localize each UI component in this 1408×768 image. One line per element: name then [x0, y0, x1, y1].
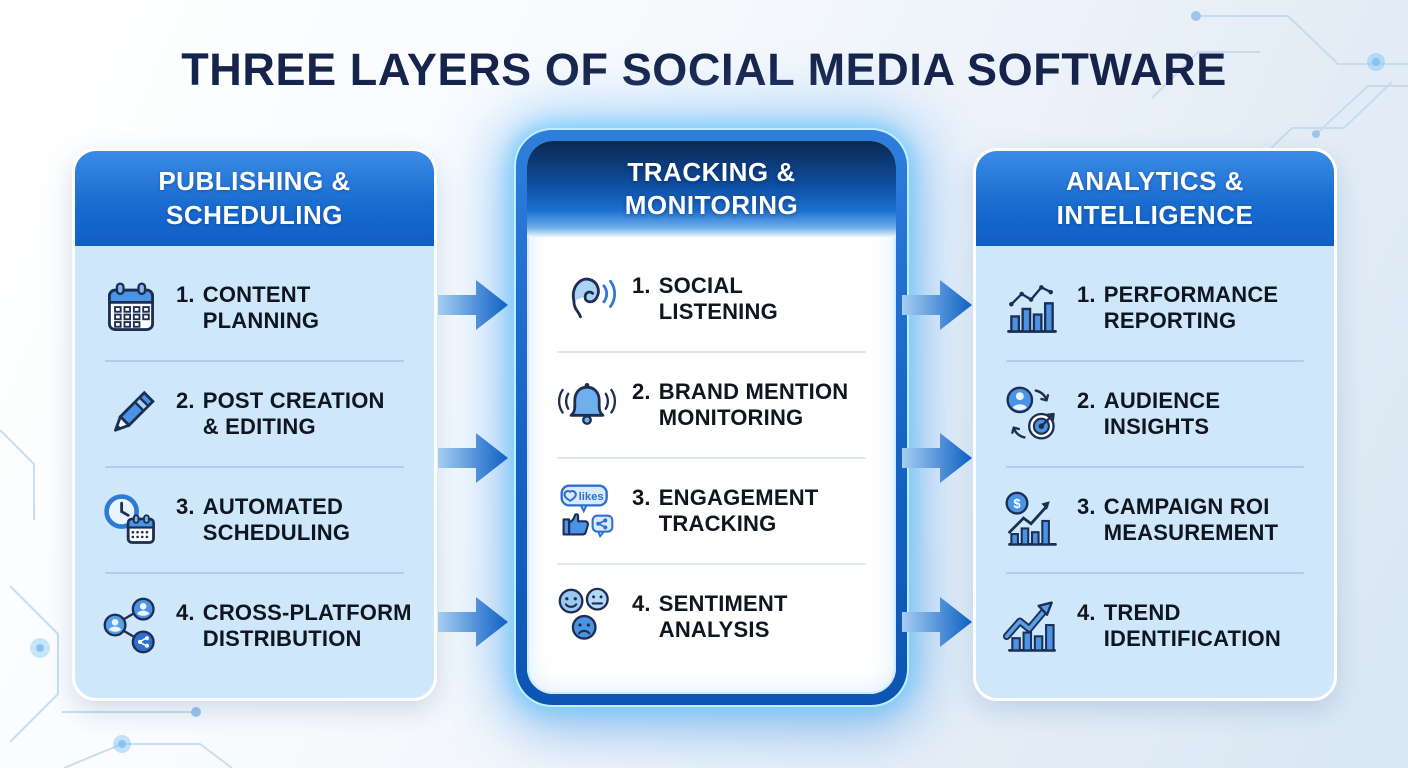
header-line: INTELLIGENCE — [1056, 199, 1254, 230]
divider — [1006, 572, 1304, 574]
item-text: 2. BRAND MENTION MONITORING — [632, 379, 848, 432]
item-list: 1. SOCIAL LISTENING — [527, 237, 896, 669]
list-item-post-creation: 2. POST CREATION & EDITING — [75, 362, 434, 466]
roi-chart-icon: $ — [1002, 490, 1062, 550]
item-label: TREND IDENTIFICATION — [1103, 599, 1281, 651]
item-text: 4. SENTIMENT ANALYSIS — [632, 591, 788, 644]
item-text: 2. POST CREATION & EDITING — [176, 388, 385, 441]
item-number: 3. — [1077, 493, 1096, 519]
divider — [1006, 360, 1304, 362]
item-number: 2. — [632, 378, 651, 404]
item-text: 2. AUDIENCE INSIGHTS — [1077, 388, 1220, 441]
header-line: PUBLISHING & — [158, 166, 351, 197]
item-label: CAMPAIGN ROI MEASUREMENT — [1103, 493, 1279, 545]
card-publishing-scheduling: PUBLISHING & SCHEDULING — [72, 148, 437, 701]
item-number: 2. — [176, 387, 195, 413]
emoji-faces-icon — [557, 587, 617, 647]
item-list: 1. CONTENT PLANNING — [75, 246, 434, 678]
item-label: AUTOMATED SCHEDULING — [202, 493, 351, 545]
item-label: BRAND MENTION MONITORING — [658, 378, 849, 430]
divider — [105, 466, 404, 468]
item-text: 3. CAMPAIGN ROI MEASUREMENT — [1077, 494, 1278, 547]
list-item-trend-identification: 4. TREND IDENTIFICATION — [976, 574, 1334, 678]
likes-label: likes — [579, 491, 604, 503]
item-number: 1. — [632, 272, 651, 298]
flow-arrow-icon — [438, 433, 508, 483]
item-number: 4. — [1077, 599, 1096, 625]
item-number: 1. — [1077, 281, 1096, 307]
flow-arrow-icon — [902, 433, 972, 483]
item-number: 2. — [1077, 387, 1096, 413]
item-number: 4. — [632, 590, 651, 616]
item-label: CONTENT PLANNING — [202, 281, 320, 333]
item-list: 1. PERFORMANCE REPORTING — [976, 246, 1334, 678]
list-item-automated-scheduling: 3. AUTOMATED SCHEDULING — [75, 468, 434, 572]
calendar-icon — [101, 278, 161, 338]
trend-arrow-icon — [1002, 596, 1062, 656]
bar-chart-icon — [1002, 278, 1062, 338]
card-analytics-intelligence: ANALYTICS & INTELLIGENCE — [973, 148, 1337, 701]
item-text: 3. ENGAGEMENT TRACKING — [632, 485, 818, 538]
list-item-brand-mention: 2. BRAND MENTION MONITORING — [527, 353, 896, 457]
item-text: 1. SOCIAL LISTENING — [632, 273, 778, 326]
item-number: 4. — [176, 599, 195, 625]
card-inner: TRACKING & MONITORING 1. — [527, 141, 896, 694]
flow-arrow-icon — [438, 597, 508, 647]
item-label: PERFORMANCE REPORTING — [1103, 281, 1279, 333]
item-label: SENTIMENT ANALYSIS — [658, 590, 788, 642]
list-item-sentiment-analysis: 4. SENTIMENT ANALYSIS — [527, 565, 896, 669]
item-label: AUDIENCE INSIGHTS — [1103, 387, 1221, 439]
dollar-symbol: $ — [1013, 496, 1021, 511]
column-header-analytics: ANALYTICS & INTELLIGENCE — [976, 151, 1334, 246]
item-number: 3. — [176, 493, 195, 519]
people-network-icon — [101, 596, 161, 656]
list-item-social-listening: 1. SOCIAL LISTENING — [527, 247, 896, 351]
flow-arrow-icon — [902, 280, 972, 330]
list-item-engagement-tracking: likes 3. ENGAGEMENT TR — [527, 459, 896, 563]
column-header-publishing: PUBLISHING & SCHEDULING — [75, 151, 434, 246]
item-number: 3. — [632, 484, 651, 510]
flow-arrow-icon — [438, 280, 508, 330]
header-line: SCHEDULING — [166, 199, 343, 230]
list-item-performance-reporting: 1. PERFORMANCE REPORTING — [976, 256, 1334, 360]
item-text: 1. CONTENT PLANNING — [176, 282, 319, 335]
bell-icon — [557, 375, 617, 435]
pencil-icon — [101, 384, 161, 444]
divider — [105, 572, 404, 574]
column-header-tracking: TRACKING & MONITORING — [527, 141, 896, 237]
item-label: CROSS-PLATFORM DISTRIBUTION — [202, 599, 412, 651]
item-number: 1. — [176, 281, 195, 307]
item-label: POST CREATION & EDITING — [202, 387, 385, 439]
divider — [1006, 466, 1304, 468]
header-line: ANALYTICS & — [1066, 166, 1244, 197]
item-label: SOCIAL LISTENING — [658, 272, 778, 324]
list-item-audience-insights: 2. AUDIENCE INSIGHTS — [976, 362, 1334, 466]
divider — [557, 457, 866, 459]
divider — [105, 360, 404, 362]
item-text: 4. TREND IDENTIFICATION — [1077, 600, 1281, 653]
header-line: TRACKING & — [627, 156, 796, 187]
audience-target-icon — [1002, 384, 1062, 444]
flow-arrow-icon — [902, 597, 972, 647]
item-text: 4. CROSS-PLATFORM DISTRIBUTION — [176, 600, 412, 653]
list-item-content-planning: 1. CONTENT PLANNING — [75, 256, 434, 360]
divider — [557, 351, 866, 353]
clock-calendar-icon — [101, 490, 161, 550]
likes-engagement-icon: likes — [557, 481, 617, 541]
item-label: ENGAGEMENT TRACKING — [658, 484, 819, 536]
ear-listening-icon — [557, 269, 617, 329]
item-text: 3. AUTOMATED SCHEDULING — [176, 494, 350, 547]
list-item-cross-platform: 4. CROSS-PLATFORM DISTRIBUTION — [75, 574, 434, 678]
card-tracking-monitoring: TRACKING & MONITORING 1. — [516, 130, 907, 705]
header-line: MONITORING — [624, 190, 799, 220]
divider — [557, 563, 866, 565]
list-item-campaign-roi: $ 3. CAMPAIGN ROI MEASUREMENT — [976, 468, 1334, 572]
item-text: 1. PERFORMANCE REPORTING — [1077, 282, 1278, 335]
page-title: THREE LAYERS OF SOCIAL MEDIA SOFTWARE — [181, 44, 1227, 95]
